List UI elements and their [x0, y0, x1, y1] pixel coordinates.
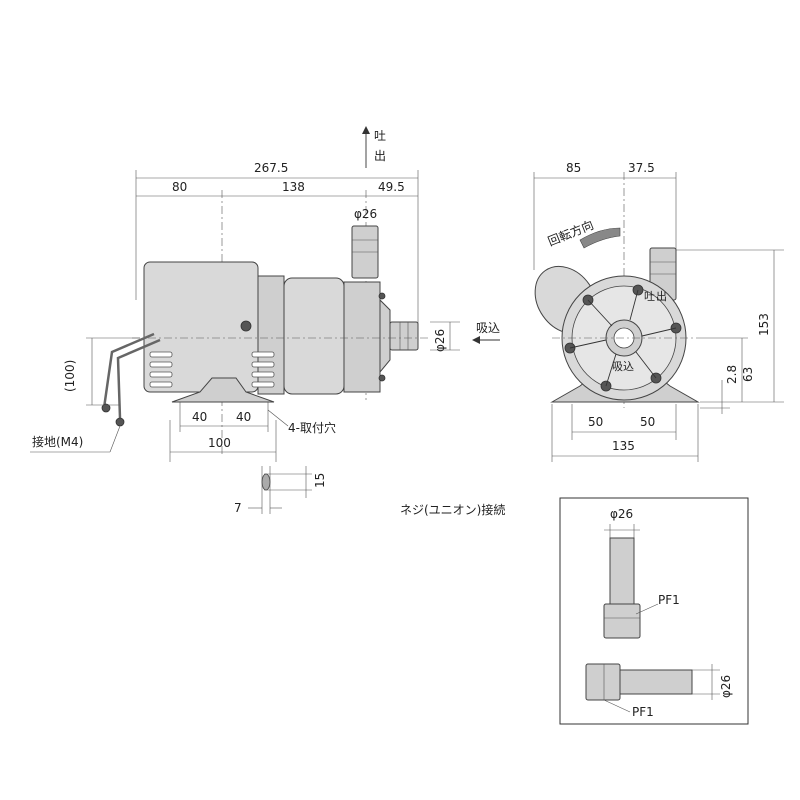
pump-front-cover — [379, 298, 391, 374]
union-horizontal-pipe — [619, 669, 693, 695]
dim-outlet-dia: φ26 — [354, 207, 377, 221]
dim-seg-head: 49.5 — [378, 180, 405, 194]
pump-body — [283, 277, 345, 395]
union-title: ネジ(ユニオン)接続 — [400, 502, 505, 517]
vent-slots-right — [251, 351, 275, 388]
dim-inlet-dia: φ26 — [433, 329, 447, 352]
dim-foot-40b: 40 — [236, 410, 251, 424]
dim-union-top-dia: φ26 — [610, 507, 633, 521]
ground-wire — [102, 332, 155, 409]
union-vertical-nut — [603, 603, 641, 639]
union-horizontal-nut — [585, 663, 621, 701]
discharge-label-1: 吐 — [374, 129, 386, 143]
dim-overall-length: 267.5 — [254, 161, 288, 175]
front-suction-label: 吸込 — [612, 360, 634, 373]
union-detail-frame — [559, 497, 749, 725]
dim-base-50b: 50 — [640, 415, 655, 429]
base-foot — [171, 377, 275, 403]
dim-base-50a: 50 — [588, 415, 603, 429]
front-discharge-2: 出 — [656, 289, 667, 303]
front-discharge-1: 吐 — [644, 290, 655, 303]
dim-hole-15: 15 — [313, 473, 327, 488]
dim-height-153: 153 — [757, 313, 771, 336]
pump-ribs — [569, 289, 677, 387]
dim-seg-motor: 80 — [172, 180, 187, 194]
ground-label: 接地(M4) — [32, 434, 83, 449]
dim-width-85: 85 — [566, 161, 581, 175]
mount-hole-detail: 7 15 — [234, 466, 327, 515]
front-view: 85 37.5 回転方向 — [533, 161, 784, 462]
discharge-label-2: 出 — [374, 149, 386, 163]
pump-head — [343, 281, 381, 393]
union-pf-bottom: PF1 — [632, 705, 654, 719]
dim-height-2-8: 2.8 — [725, 365, 739, 384]
union-pf-top: PF1 — [658, 593, 680, 607]
dim-foot-100: 100 — [208, 436, 231, 450]
dim-seg-body: 138 — [282, 180, 305, 194]
union-vertical-pipe — [609, 537, 635, 605]
inlet-nozzle — [389, 321, 419, 351]
union-detail: ネジ(ユニオン)接続 φ26 PF1 φ26 PF1 — [400, 497, 749, 725]
vent-slots-left — [149, 351, 173, 388]
dim-height-63: 63 — [741, 367, 755, 382]
suction-label: 吸込 — [476, 321, 500, 335]
mount-holes-label: 4-取付穴 — [288, 420, 336, 435]
side-view: 吐 出 267.5 80 138 49.5 φ26 — [30, 126, 500, 515]
discharge-arrowhead — [362, 126, 370, 134]
dim-hole-7: 7 — [234, 501, 242, 515]
rotation-arrow — [579, 227, 621, 249]
dim-union-side-dia: φ26 — [719, 675, 733, 698]
dim-foot-40a: 40 — [192, 410, 207, 424]
dim-base-135: 135 — [612, 439, 635, 453]
ground-screw — [240, 320, 252, 332]
dim-width-37-5: 37.5 — [628, 161, 655, 175]
dim-height-100: (100) — [63, 360, 77, 392]
